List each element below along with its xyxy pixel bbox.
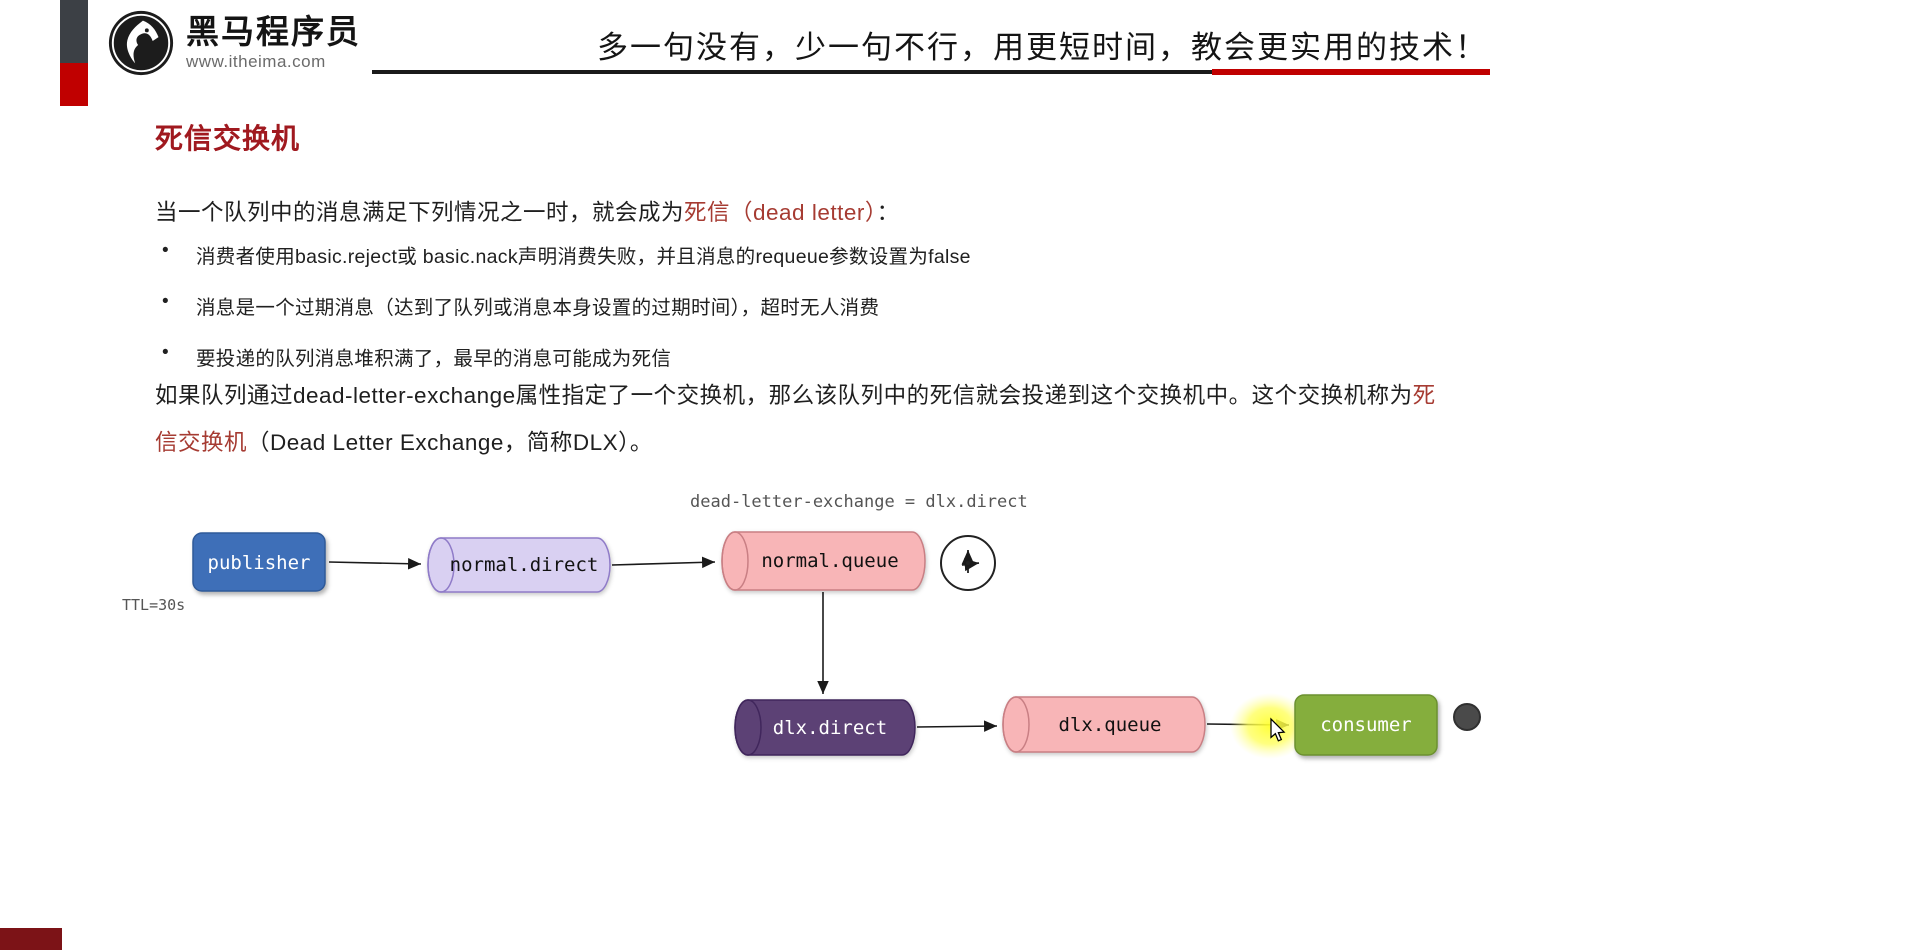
normal-direct-exchange-node: normal.direct (427, 537, 611, 593)
para2-highlight: 死信交换机 (155, 383, 1436, 455)
dead-letter-conditions-list: 消费者使用basic.reject或 basic.nack声明消费失败，并且消息… (158, 240, 1658, 393)
mouse-cursor-icon (1270, 717, 1286, 742)
page-title: 死信交换机 (155, 123, 301, 154)
gray-annotation-dot (1453, 703, 1481, 731)
publisher-node: publisher (192, 532, 326, 592)
consumer-node: consumer (1294, 694, 1438, 756)
dlx-flow-diagram: dead-letter-exchange = dlx.direct publis… (122, 492, 1481, 759)
list-item-text: 要投递的队列消息堆积满了，最早的消息可能成为死信 (196, 348, 672, 370)
clock-ttl-icon (940, 535, 996, 591)
intro-highlight: 死信（dead letter） (684, 200, 877, 225)
arrow-dlx-direct-to-dlx-queue (916, 720, 998, 732)
ttl-label: TTL=30s (122, 596, 185, 614)
logo-url: www.itheima.com (186, 52, 326, 72)
para2-part1: 如果队列通过dead-letter-exchange属性指定了一个交换机，那么该… (155, 383, 1413, 408)
normal-queue-label: normal.queue (761, 550, 898, 572)
horse-logo-icon (108, 10, 174, 76)
left-edge-dark-block (60, 0, 88, 63)
para2-part2: （Dead Letter Exchange，简称DLX）。 (247, 430, 653, 455)
intro-prefix: 当一个队列中的消息满足下列情况之一时，就会成为 (155, 200, 685, 225)
arrow-normal-direct-to-normal-queue (611, 556, 716, 569)
arrow-publisher-to-normal-direct (328, 557, 422, 570)
consumer-label: consumer (1320, 714, 1412, 736)
bottom-edge-red-block (0, 928, 62, 950)
dlx-queue-label: dlx.queue (1059, 714, 1162, 736)
normal-queue-node: normal.queue (721, 531, 926, 591)
left-edge-red-block (60, 63, 88, 106)
slogan: 多一句没有，少一句不行，用更短时间，教会更实用的技术！ (597, 30, 1488, 65)
yellow-highlight-mark (1230, 693, 1310, 759)
dlx-binding-annotation: dead-letter-exchange = dlx.direct (690, 492, 1028, 512)
header-rule (372, 69, 1490, 75)
list-item-text: 消息是一个过期消息（达到了队列或消息本身设置的过期时间），超时无人消费 (196, 297, 880, 319)
list-item: 要投递的队列消息堆积满了，最早的消息可能成为死信 (158, 342, 1658, 371)
logo: 黑马程序员 www.itheima.com (106, 8, 361, 78)
logo-text: 黑马程序员 www.itheima.com (186, 12, 361, 72)
publisher-label: publisher (208, 552, 311, 574)
header-rule-red-segment (1212, 69, 1490, 75)
dlx-direct-label: dlx.direct (773, 717, 887, 739)
list-item-text: 消费者使用basic.reject或 basic.nack声明消费失败，并且消息… (196, 246, 971, 268)
dlx-queue-node: dlx.queue (1002, 696, 1206, 753)
logo-title: 黑马程序员 (186, 12, 361, 50)
intro-paragraph: 当一个队列中的消息满足下列情况之一时，就会成为死信（dead letter）： (155, 195, 900, 227)
intro-suffix: ： (876, 200, 900, 225)
list-item: 消费者使用basic.reject或 basic.nack声明消费失败，并且消息… (158, 240, 1658, 269)
dlx-description-paragraph: 如果队列通过dead-letter-exchange属性指定了一个交换机，那么该… (155, 372, 1440, 466)
list-item: 消息是一个过期消息（达到了队列或消息本身设置的过期时间），超时无人消费 (158, 291, 1658, 320)
dlx-direct-exchange-node: dlx.direct (734, 699, 916, 756)
normal-direct-label: normal.direct (450, 554, 599, 576)
